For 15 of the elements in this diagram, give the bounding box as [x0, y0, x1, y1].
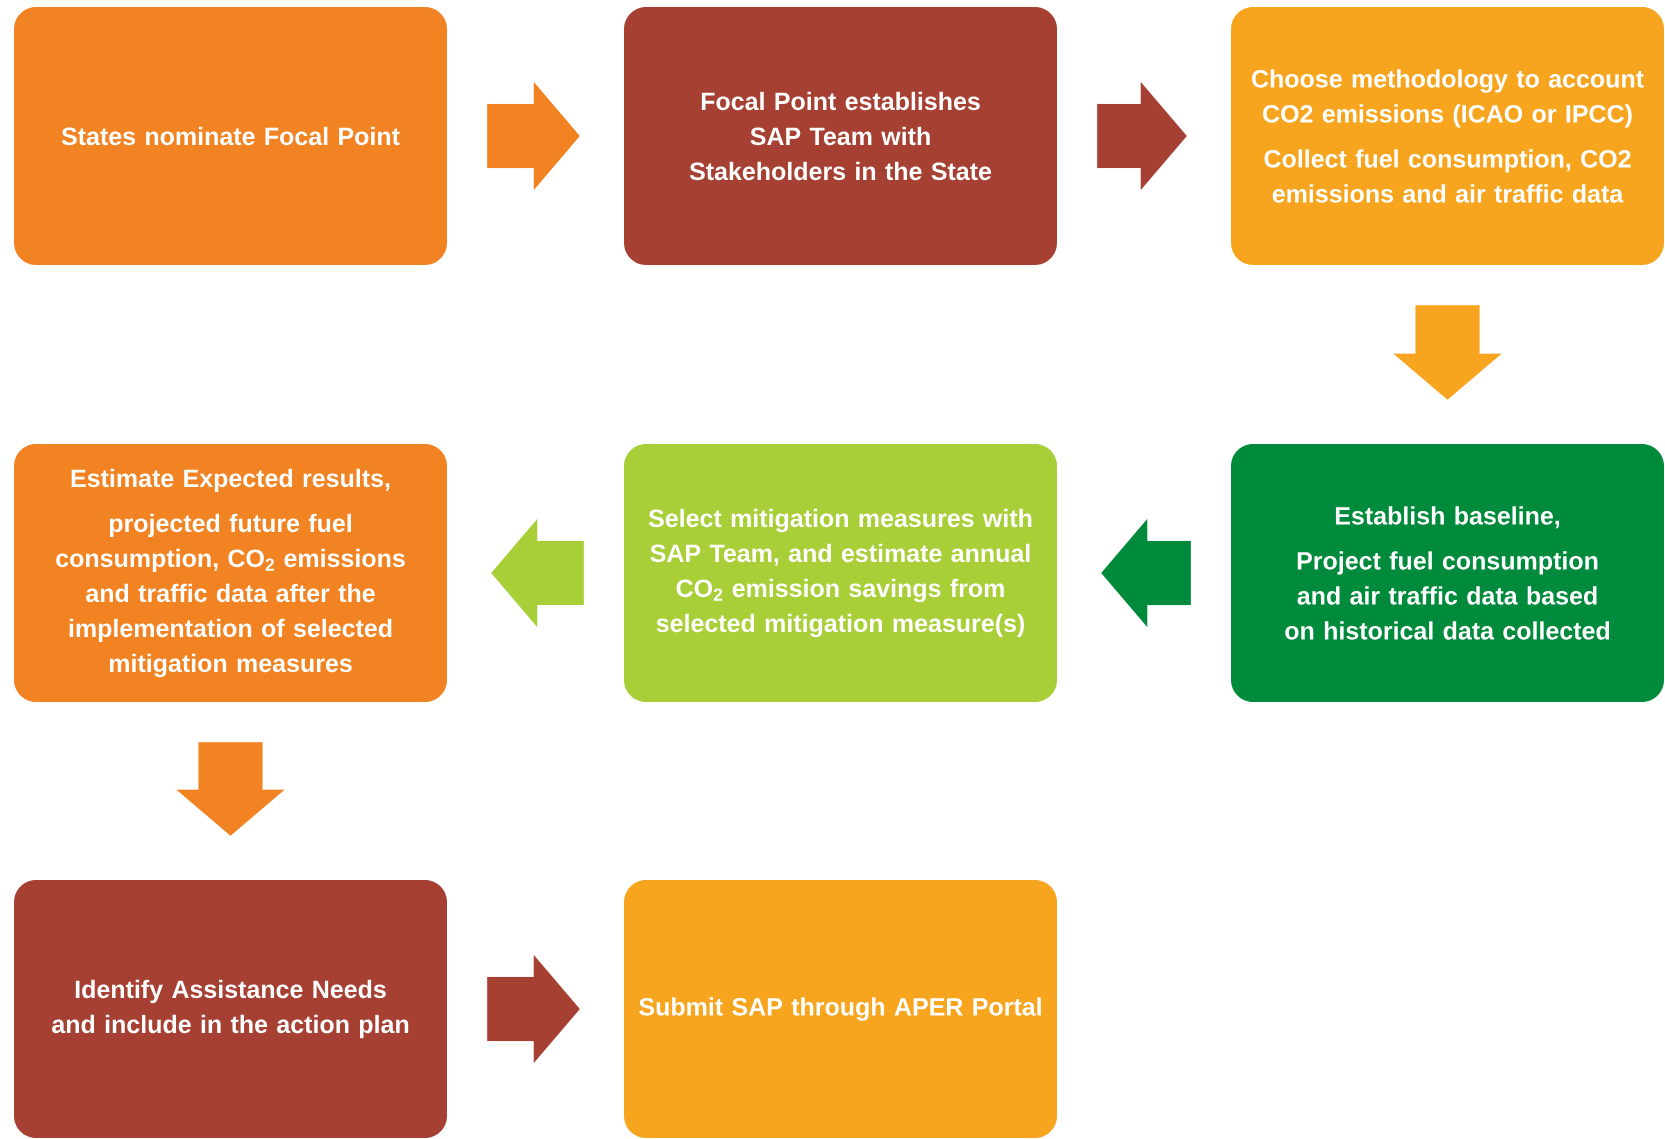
step-box: Select mitigation measures with SAP Team, and estimate annual CO$_{2}$ emission savings from selected mitigation measure(s) — [624, 444, 1057, 702]
step-box: Estimate Expected results, projected future fuel consumption, CO$_{2}$ emissions and traffic data after the implementation of selected mitigation measures — [14, 444, 447, 702]
block-arrow — [1101, 518, 1191, 628]
step-box: Submit SAP through APER Portal — [624, 880, 1057, 1138]
block-arrow — [491, 518, 584, 628]
block-arrow — [487, 81, 580, 191]
block-arrow — [1097, 81, 1187, 191]
step-box: States nominate Focal Point — [14, 7, 447, 265]
block-arrow — [176, 742, 285, 836]
block-arrow — [487, 954, 580, 1064]
step-box: Identify Assistance Needs and include in the action plan — [14, 880, 447, 1138]
step-box: Choose methodology to account CO2 emissions (ICAO or IPCC) Collect fuel consumption, CO2 emissions and air traffic data — [1231, 7, 1664, 265]
step-box: Focal Point establishes SAP Team with Stakeholders in the State — [624, 7, 1057, 265]
step-box: Establish baseline, Project fuel consumption and air traffic data based on historical data collected — [1231, 444, 1664, 702]
block-arrow — [1393, 305, 1502, 400]
